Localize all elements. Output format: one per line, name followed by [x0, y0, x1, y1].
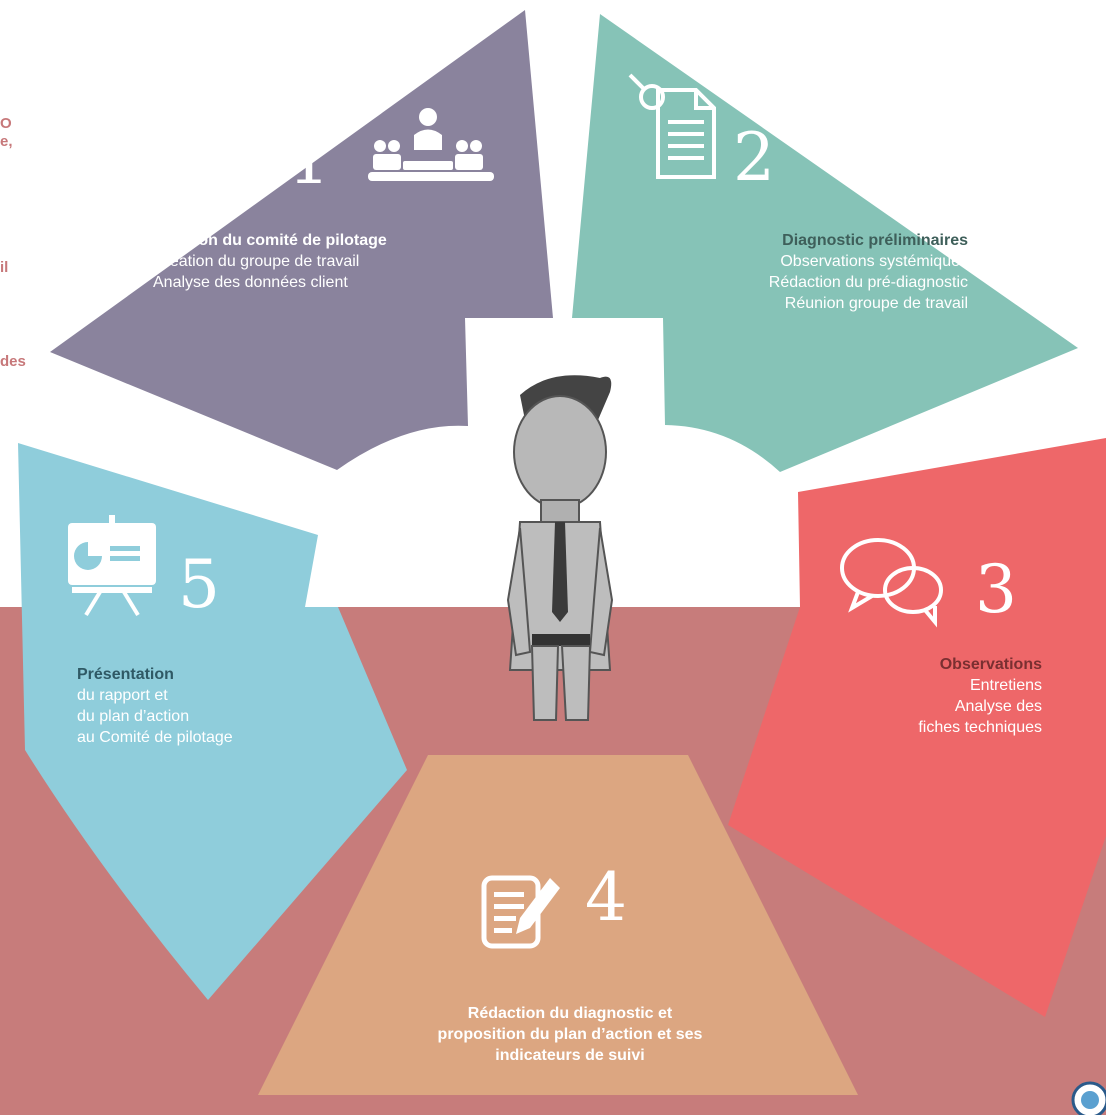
segment-4 — [258, 755, 858, 1095]
step-1-line-1: Création du groupe de travail — [153, 253, 360, 270]
step-5-line-1: du rapport et — [77, 687, 168, 704]
step-5-line-3: au Comité de pilotage — [77, 729, 233, 746]
step-3-text: Observations Entretiens Analyse des fich… — [800, 654, 1042, 738]
step-5-title: Présentation — [77, 666, 174, 683]
step-number-3: 3 — [975, 551, 1017, 628]
step-number-5: 5 — [178, 546, 220, 623]
step-2-line-3: Réunion groupe de travail — [784, 295, 968, 312]
step-1-title: Création du comité de pilotage — [153, 232, 387, 249]
step-4-text: Rédaction du diagnostic et proposition d… — [350, 1003, 790, 1066]
meeting-group-icon — [368, 108, 494, 181]
step-2-title: Diagnostic préliminaires — [782, 232, 968, 249]
speech-bubbles-icon — [840, 538, 943, 628]
step-1-text: Création du comité de pilotage Création … — [153, 230, 387, 293]
left-edge-fragment-3: il — [0, 259, 9, 276]
left-edge-fragment-2: e, — [0, 133, 13, 150]
round-seal-icon — [1071, 1081, 1106, 1115]
left-edge-fragment-4: des — [0, 353, 26, 370]
step-4-title-line-2: proposition du plan d’action et ses — [437, 1026, 703, 1043]
step-2-line-1: Observations systémiques — [780, 253, 968, 270]
segment-3 — [728, 438, 1106, 1017]
step-2-text: Diagnostic préliminaires Observations sy… — [630, 230, 968, 314]
step-4-title-line-3: indicateurs de suivi — [495, 1047, 645, 1064]
step-number-1: 1 — [288, 122, 330, 199]
step-3-line-1: Entretiens — [969, 677, 1042, 694]
document-magnifier-icon — [628, 73, 716, 179]
presentation-board-icon — [68, 515, 156, 617]
step-3-line-2: Analyse des — [954, 698, 1042, 715]
left-edge-fragment-1: O — [0, 115, 12, 132]
segment-2 — [572, 14, 1078, 472]
step-3-title: Observations — [939, 656, 1042, 673]
step-2-line-2: Rédaction du pré-diagnostic — [768, 274, 968, 291]
step-5-text: Présentation du rapport et du plan d’act… — [77, 664, 233, 748]
step-number-2: 2 — [733, 119, 775, 196]
step-number-4: 4 — [585, 859, 627, 936]
step-4-title-line-1: Rédaction du diagnostic et — [467, 1005, 673, 1022]
step-5-line-2: du plan d’action — [77, 708, 190, 725]
businessman-sketch-icon — [506, 375, 614, 721]
step-3-line-3: fiches techniques — [918, 719, 1042, 736]
edit-document-icon — [481, 875, 560, 949]
step-1-line-2: Analyse des données client — [153, 274, 348, 291]
